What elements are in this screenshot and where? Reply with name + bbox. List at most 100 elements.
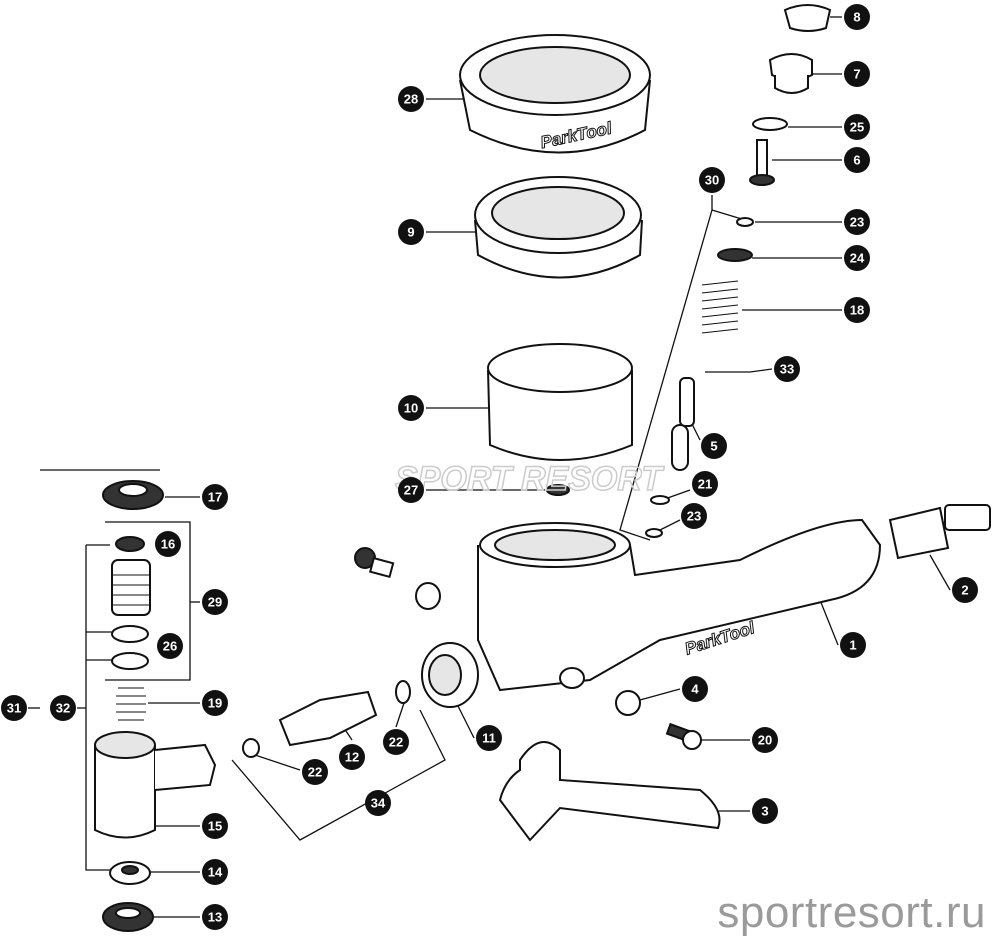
callout-21: 21 [692, 471, 718, 497]
callout-12: 12 [339, 744, 365, 770]
part-20-screw [665, 722, 702, 750]
part-26-oring-top [111, 625, 149, 643]
svg-text:24: 24 [850, 251, 865, 266]
callout-27: 27 [398, 477, 424, 503]
callout-11: 11 [476, 725, 502, 751]
callout-33: 33 [774, 356, 800, 382]
svg-text:30: 30 [705, 173, 719, 188]
part-4-spacer-left [415, 582, 441, 610]
svg-text:10: 10 [404, 401, 418, 416]
svg-text:20: 20 [758, 733, 772, 748]
callout-15: 15 [202, 813, 228, 839]
part-22-oring-right [395, 680, 411, 704]
callout-20: 20 [752, 727, 778, 753]
callout-29: 29 [202, 589, 228, 615]
callout-19: 19 [202, 690, 228, 716]
svg-text:29: 29 [208, 595, 222, 610]
part-screw-left [354, 547, 395, 579]
part-2-coupler [888, 504, 991, 560]
svg-text:9: 9 [407, 225, 414, 240]
svg-text:32: 32 [56, 701, 70, 716]
callout-8: 8 [844, 4, 870, 30]
part-21-oring [650, 495, 670, 505]
callout-22-left: 22 [302, 759, 328, 785]
part-14-seal [109, 861, 151, 885]
svg-text:31: 31 [7, 701, 21, 716]
callout-31: 31 [1, 695, 27, 721]
svg-text:22: 22 [389, 735, 403, 750]
part-29-valve-assembly [111, 559, 151, 616]
callout-10: 10 [398, 395, 424, 421]
part-10-cup [487, 343, 633, 461]
part-11-nut [421, 642, 479, 708]
part-28-cover: ParkTool [459, 34, 651, 154]
part-19-spring [116, 687, 146, 721]
part-16-oring [115, 536, 145, 552]
svg-text:25: 25 [850, 120, 864, 135]
svg-text:15: 15 [208, 819, 222, 834]
callout-17: 17 [202, 484, 228, 510]
part-23b-oring [645, 528, 663, 538]
svg-text:2: 2 [961, 583, 968, 598]
part-17-cap [102, 480, 164, 510]
part-25-washer [752, 117, 788, 131]
svg-text:7: 7 [853, 67, 860, 82]
part-1-body: ParkTool [477, 518, 882, 692]
callout-3: 3 [752, 798, 778, 824]
callout-34: 34 [365, 790, 391, 816]
svg-text:27: 27 [404, 483, 418, 498]
part-13-cap [102, 902, 154, 932]
part-27-oring [546, 484, 570, 496]
callout-23: 23 [844, 209, 870, 235]
svg-text:22: 22 [308, 765, 322, 780]
svg-text:26: 26 [163, 639, 177, 654]
svg-text:34: 34 [371, 796, 386, 811]
callout-2: 2 [952, 577, 978, 603]
svg-text:19: 19 [208, 696, 222, 711]
site-watermark: sportresort.ru [717, 888, 986, 937]
callout-13: 13 [202, 904, 228, 930]
svg-text:6: 6 [853, 153, 860, 168]
part-26-oring-bottom [111, 652, 149, 670]
callout-25: 25 [844, 114, 870, 140]
callout-24: 24 [844, 245, 870, 271]
part-6-pin [749, 139, 775, 186]
callout-28: 28 [398, 86, 424, 112]
svg-text:14: 14 [208, 865, 223, 880]
callout-6: 6 [844, 147, 870, 173]
svg-text:13: 13 [208, 910, 222, 925]
svg-text:23: 23 [687, 509, 701, 524]
svg-text:16: 16 [161, 537, 175, 552]
svg-text:4: 4 [691, 682, 699, 697]
svg-text:8: 8 [853, 10, 860, 25]
part-7-head [768, 53, 813, 94]
part-8-cap [783, 4, 832, 32]
callout-14: 14 [202, 859, 228, 885]
svg-text:33: 33 [780, 362, 794, 377]
callout-23b: 23 [681, 503, 707, 529]
overlay-watermark: SPORT RESORT [395, 460, 665, 498]
svg-text:18: 18 [850, 303, 864, 318]
svg-text:21: 21 [698, 477, 712, 492]
part-4-spacer [615, 690, 641, 716]
part-3-lever [498, 741, 721, 842]
part-9-ring [474, 176, 643, 279]
svg-text:28: 28 [404, 92, 418, 107]
svg-text:17: 17 [208, 490, 222, 505]
svg-text:11: 11 [482, 731, 496, 746]
part-23-oring [736, 217, 754, 227]
part-15-chuck [94, 731, 217, 839]
callout-5: 5 [701, 433, 727, 459]
part-22-oring-left [242, 738, 260, 758]
callout-18: 18 [844, 297, 870, 323]
part-18-spring [701, 280, 739, 334]
callout-30: 30 [699, 167, 725, 193]
part-12-valve-core [278, 690, 378, 747]
svg-text:12: 12 [345, 750, 359, 765]
leader-lines [28, 16, 951, 918]
svg-text:5: 5 [710, 439, 717, 454]
callout-1: 1 [840, 632, 866, 658]
svg-text:1: 1 [849, 638, 856, 653]
